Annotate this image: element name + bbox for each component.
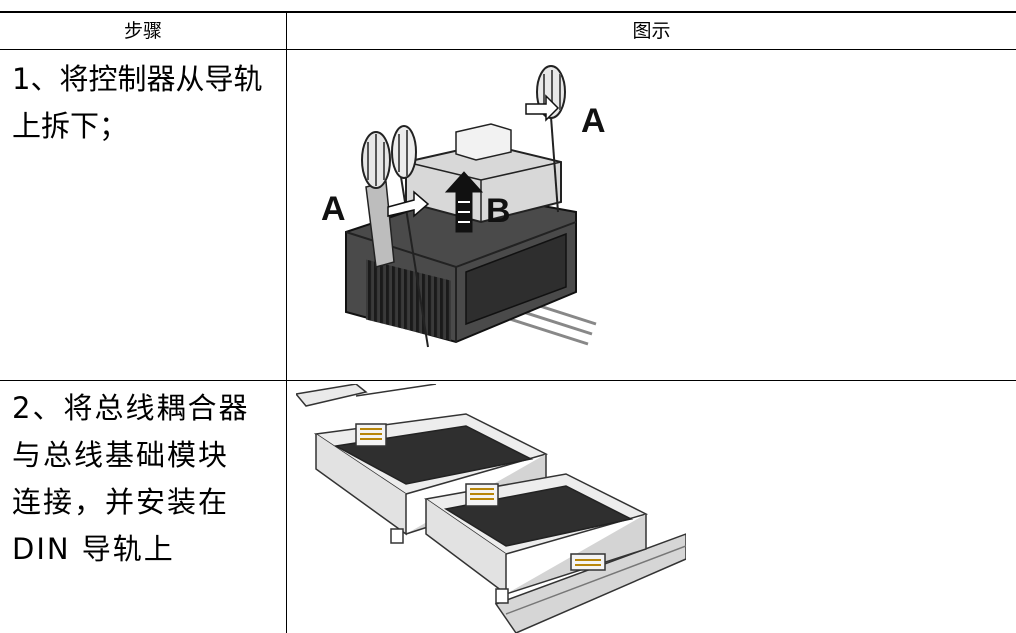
table-row-divider (0, 380, 1016, 381)
table-caption-cut-off (0, 0, 1016, 11)
step-2-line-1: 2、将总线耦合器 (12, 391, 250, 425)
label-a-left: A (321, 190, 346, 228)
step-2-line-4: DIN 导轨上 (12, 532, 175, 566)
table-column-divider (286, 12, 287, 633)
table-header-rule (0, 49, 1016, 50)
step-1-text: 1、将控制器从导轨 上拆下； (12, 56, 274, 150)
step-1-line-2: 上拆下； (12, 109, 129, 143)
controller-removal-illustration: A A B (321, 65, 606, 348)
bus-coupler-din-rail-illustration (296, 384, 686, 633)
step-2-line-2: 与总线基础模块 (12, 438, 230, 472)
step-2-line-3: 连接，并安装在 (12, 485, 230, 519)
label-a-right: A (581, 102, 606, 140)
table-top-rule (0, 11, 1016, 13)
step-2-text: 2、将总线耦合器 与总线基础模块 连接，并安装在 DIN 导轨上 (12, 385, 274, 573)
label-b: B (486, 192, 511, 230)
header-step: 步骤 (123, 20, 162, 42)
header-figure: 图示 (632, 20, 671, 42)
step-1-line-1: 1、将控制器从导轨 (12, 62, 263, 96)
